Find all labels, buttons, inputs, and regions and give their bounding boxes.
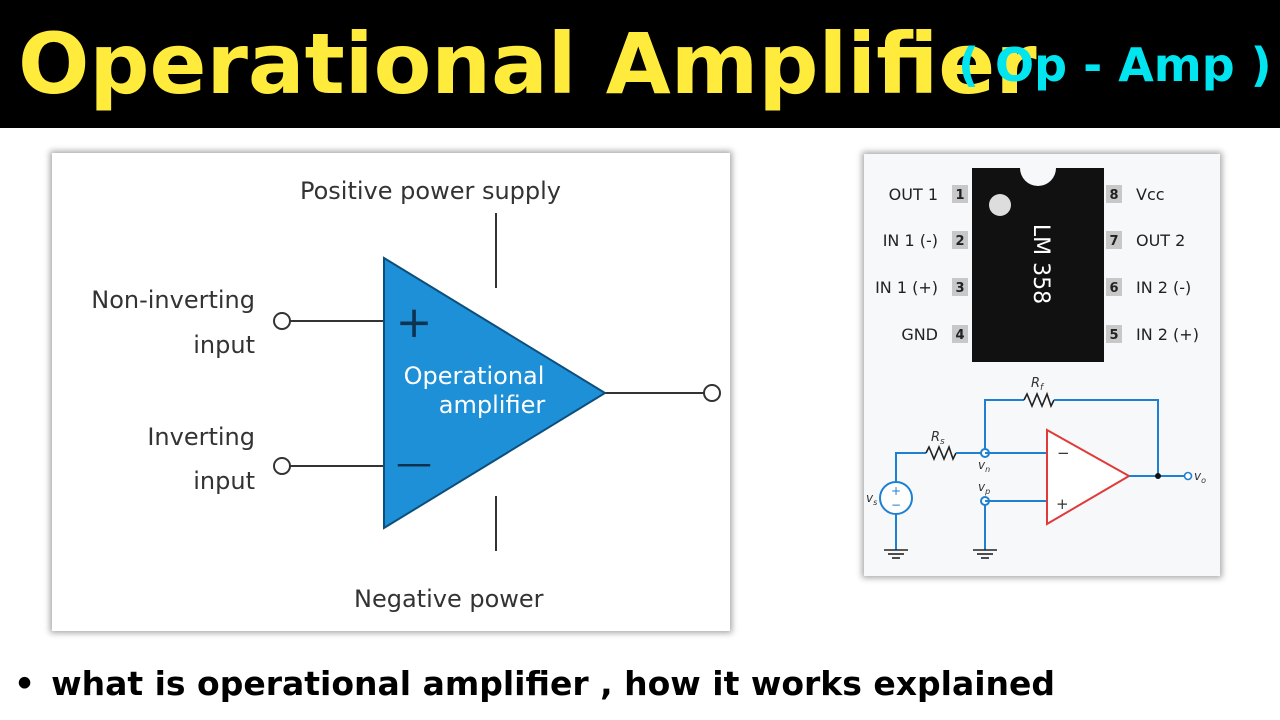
left-pin-4: 4 GND <box>901 325 968 344</box>
left-pin-1: 1 OUT 1 <box>889 185 968 204</box>
rf-resistor <box>1023 391 1055 409</box>
feedback-wire-left <box>984 399 1024 453</box>
rs-resistor <box>925 444 957 462</box>
left-pin-3: 3 IN 1 (+) <box>875 278 968 297</box>
ground-symbol-right <box>973 549 997 559</box>
pin-box <box>952 278 968 296</box>
minus-sign: — <box>396 443 432 484</box>
left-pin-2: 2 IN 1 (-) <box>883 231 968 250</box>
pin-name: IN 1 (+) <box>875 278 938 297</box>
amp-label-line2: amplifier <box>439 391 546 419</box>
non-inverting-label-line2: input <box>193 331 255 359</box>
non-inverting-terminal <box>273 312 291 330</box>
negative-supply-label: Negative power <box>354 585 544 613</box>
vn-label: vn <box>978 458 990 474</box>
pin-name: IN 1 (-) <box>883 231 938 250</box>
page-subtitle: ( Op - Amp ) <box>958 38 1272 92</box>
pin-number: 7 <box>1109 234 1118 249</box>
pin-number: 2 <box>955 234 964 249</box>
rf-label: Rf <box>1031 376 1045 393</box>
circuit-plus-sign: + <box>1056 495 1069 513</box>
opamp-diagram-panel: + — Operational amplifier Positive power… <box>52 153 730 631</box>
output-junction <box>1155 473 1161 479</box>
amp-label-line1: Operational <box>404 362 545 390</box>
source-plus: + <box>891 484 901 498</box>
caption: • what is operational amplifier , how it … <box>14 664 1055 703</box>
pin-number: 8 <box>1109 188 1118 203</box>
circuit-opamp-triangle <box>1046 428 1132 526</box>
pin-name: OUT 1 <box>889 185 938 204</box>
right-pin-5: 5 IN 2 (+) <box>1106 325 1199 344</box>
pin-box <box>952 325 968 343</box>
source-minus: − <box>891 498 901 512</box>
pin-number: 1 <box>955 188 964 203</box>
feedback-wire-right <box>1054 399 1159 476</box>
ground-symbol-left <box>884 549 908 559</box>
right-pin-8: 8 Vcc <box>1106 185 1165 204</box>
vo-label: vo <box>1194 469 1206 485</box>
pin-number: 4 <box>955 328 964 343</box>
plus-sign: + <box>396 297 433 348</box>
pin-name: Vcc <box>1136 185 1165 204</box>
opamp-diagram: + — Operational amplifier Positive power… <box>91 177 721 613</box>
source-wire <box>895 452 926 482</box>
pin-box <box>952 185 968 203</box>
right-pin-6: 6 IN 2 (-) <box>1106 278 1191 297</box>
output-terminal <box>703 384 721 402</box>
pin-box <box>952 231 968 249</box>
circuit-minus-sign: − <box>1057 444 1070 462</box>
rs-label: Rs <box>931 430 945 447</box>
pin-name: IN 2 (-) <box>1136 278 1191 297</box>
inverting-label-line1: Inverting <box>147 423 255 451</box>
opamp-triangle <box>383 256 607 530</box>
pin-number: 5 <box>1109 328 1118 343</box>
positive-supply-label: Positive power supply <box>300 177 561 205</box>
pin-name: IN 2 (+) <box>1136 325 1199 344</box>
inverting-label-line2: input <box>193 467 255 495</box>
pin-number: 3 <box>955 281 964 296</box>
vo-terminal <box>1183 471 1193 481</box>
inverting-terminal <box>273 457 291 475</box>
inverting-amplifier-circuit: Rf Rs vn + − vs vp <box>866 376 1206 559</box>
vs-label: vs <box>866 491 877 507</box>
header-bar: Operational Amplifier ( Op - Amp ) <box>0 0 1280 128</box>
pin-name: OUT 2 <box>1136 231 1185 250</box>
right-pin-7: 7 OUT 2 <box>1106 231 1185 250</box>
vp-label: vp <box>978 480 990 496</box>
non-inverting-label-line1: Non-inverting <box>91 286 255 314</box>
pin-box <box>1106 185 1122 203</box>
ic-pinout-diagram: LM 358 1 OUT 1 2 IN 1 (-) 3 IN 1 (+) 4 G… <box>866 168 1206 559</box>
caption-text: what is operational amplifier , how it w… <box>51 664 1056 703</box>
pin1-marker <box>989 194 1011 216</box>
pin-number: 6 <box>1109 281 1118 296</box>
pin-box <box>1106 278 1122 296</box>
pin-box <box>1106 231 1122 249</box>
ic-chip-body <box>972 168 1104 362</box>
pin-name: GND <box>901 325 938 344</box>
ic-pinout-panel: LM 358 1 OUT 1 2 IN 1 (-) 3 IN 1 (+) 4 G… <box>864 154 1220 576</box>
page-title: Operational Amplifier <box>18 15 1037 113</box>
pin-box <box>1106 325 1122 343</box>
bullet: • <box>14 664 36 703</box>
chip-label: LM 358 <box>1028 224 1053 304</box>
